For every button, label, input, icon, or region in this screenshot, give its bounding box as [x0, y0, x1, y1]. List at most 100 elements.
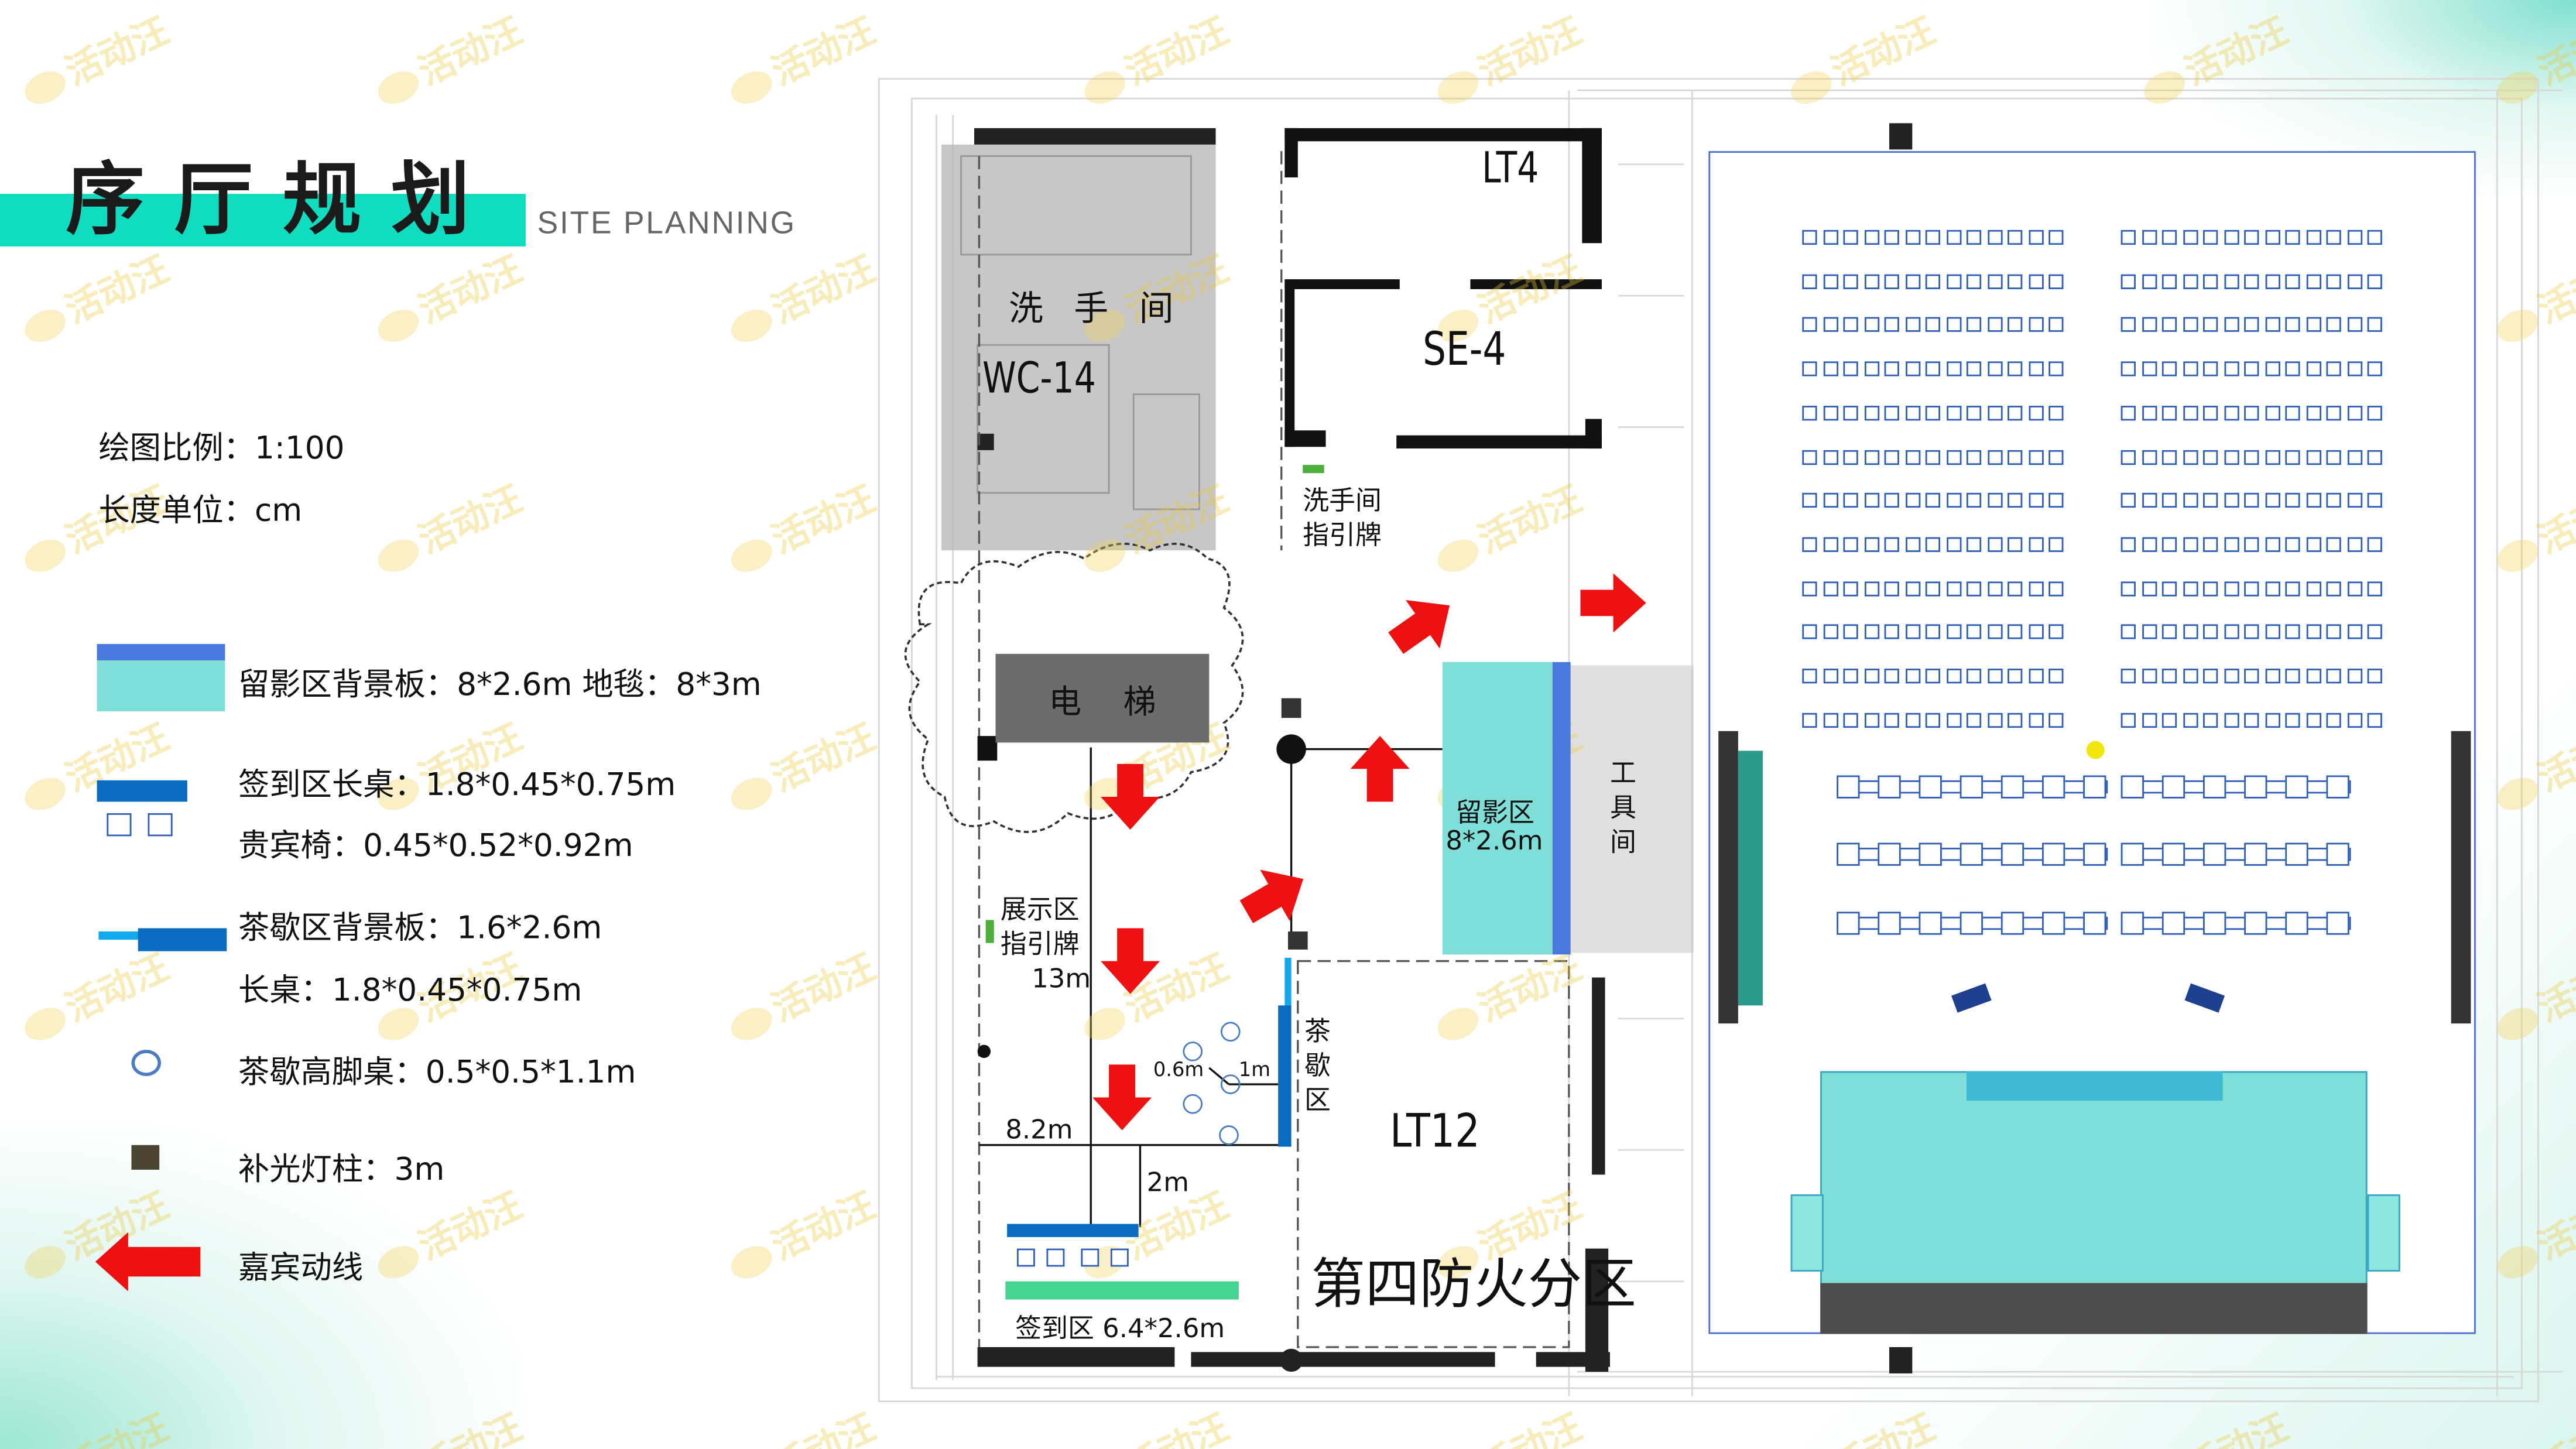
audience-seat	[1986, 449, 2002, 464]
audience-seat	[2285, 449, 2300, 464]
audience-seat	[1802, 625, 1817, 640]
audience-seat	[2244, 581, 2259, 596]
audience-seat	[2265, 361, 2280, 376]
audience-seat	[2161, 712, 2177, 728]
audience-seat	[1966, 449, 1982, 464]
audience-seat	[2141, 537, 2157, 552]
audience-seat	[2265, 449, 2280, 464]
vip-chair	[1878, 775, 1901, 799]
legend-chair-icon	[107, 813, 132, 837]
watermark: 活动汪	[366, 471, 530, 584]
audience-seat	[2049, 405, 2064, 420]
audience-seat	[1802, 361, 1817, 376]
stage-step	[2367, 1194, 2400, 1272]
audience-seat	[1823, 493, 1838, 508]
audience-seat	[2244, 669, 2259, 684]
audience-seat	[1802, 712, 1817, 728]
vip-chair	[2244, 912, 2267, 935]
audience-seat	[2161, 317, 2177, 333]
audience-seat	[2161, 273, 2177, 289]
audience-seat	[2202, 229, 2218, 245]
exhibit-sign-label: 指引牌	[1000, 928, 1080, 960]
audience-seat	[1925, 405, 1941, 420]
audience-seat	[2182, 361, 2198, 376]
audience-seat	[2265, 229, 2280, 245]
legend-carpet-icon	[97, 660, 225, 712]
audience-seat	[1945, 669, 1961, 684]
audience-seat	[2202, 449, 2218, 464]
red-arrow-icon	[1101, 763, 1160, 830]
audience-seat	[2347, 712, 2362, 728]
audience-seat	[1986, 537, 2002, 552]
audience-seat	[1925, 712, 1941, 728]
audience-seat	[1904, 581, 1920, 596]
audience-seat	[1843, 712, 1858, 728]
audience-seat	[1823, 625, 1838, 640]
audience-seat	[2244, 493, 2259, 508]
audience-seat	[2367, 581, 2382, 596]
audience-seat	[2049, 581, 2064, 596]
dimension-2m: 2m	[1146, 1166, 1189, 1198]
audience-seat	[2285, 669, 2300, 684]
audience-seat	[2285, 229, 2300, 245]
sign-in-carpet	[1005, 1281, 1239, 1300]
legend-label: 嘉宾动线	[238, 1250, 364, 1287]
vip-chair	[2000, 912, 2025, 935]
audience-seat	[1966, 493, 1982, 508]
audience-seat	[1945, 361, 1961, 376]
audience-seat	[2306, 361, 2321, 376]
audience-seat	[2202, 493, 2218, 508]
audience-seat	[2285, 405, 2300, 420]
lt12-label: LT12	[1389, 1104, 1480, 1159]
audience-seat	[1802, 405, 1817, 420]
audience-seat	[2008, 405, 2023, 420]
audience-seat	[2306, 537, 2321, 552]
audience-seat	[2347, 229, 2362, 245]
legend-arrow-icon	[95, 1232, 201, 1292]
audience-seat	[1884, 712, 1899, 728]
audience-seat	[1945, 273, 1961, 289]
audience-seat	[1904, 405, 1920, 420]
audience-seat	[2306, 493, 2321, 508]
audience-seat	[1864, 405, 1879, 420]
audience-seat	[1864, 273, 1879, 289]
audience-seat	[2265, 669, 2280, 684]
audience-seat	[2224, 712, 2239, 728]
audience-seat	[2347, 449, 2362, 464]
audience-seat	[2202, 405, 2218, 420]
audience-seat	[1986, 493, 2002, 508]
vip-chair	[2285, 775, 2308, 799]
vip-chair	[2121, 842, 2144, 866]
audience-seat	[2244, 537, 2259, 552]
audience-seat	[1843, 625, 1858, 640]
audience-seat	[2285, 361, 2300, 376]
audience-seat	[1802, 669, 1817, 684]
audience-seat	[1925, 317, 1941, 333]
audience-seat	[2008, 273, 2023, 289]
page-subtitle: SITE PLANNING	[537, 207, 796, 242]
title-band	[0, 194, 526, 246]
legend-long-table-icon	[138, 928, 227, 951]
audience-seat	[2347, 581, 2362, 596]
audience-seat	[1966, 317, 1982, 333]
audience-seat	[2306, 229, 2321, 245]
audience-seat	[1945, 712, 1961, 728]
audience-seat	[1864, 361, 1879, 376]
audience-seat	[2028, 361, 2043, 376]
center-marker	[2086, 741, 2105, 759]
vip-chair	[2041, 912, 2065, 935]
lt4-label: LT4	[1482, 144, 1539, 194]
audience-seat	[2141, 712, 2157, 728]
audience-seat	[1802, 449, 1817, 464]
vip-chair	[2041, 775, 2065, 799]
vip-chair	[2326, 775, 2349, 799]
audience-seat	[2182, 273, 2198, 289]
photo-zone-label: 留影区	[1455, 796, 1534, 828]
corner-gradient	[0, 1120, 526, 1449]
audience-seat	[2182, 493, 2198, 508]
audience-seat	[1884, 361, 1899, 376]
audience-seat	[1802, 581, 1817, 596]
audience-seat	[2049, 317, 2064, 333]
audience-seat	[1986, 405, 2002, 420]
